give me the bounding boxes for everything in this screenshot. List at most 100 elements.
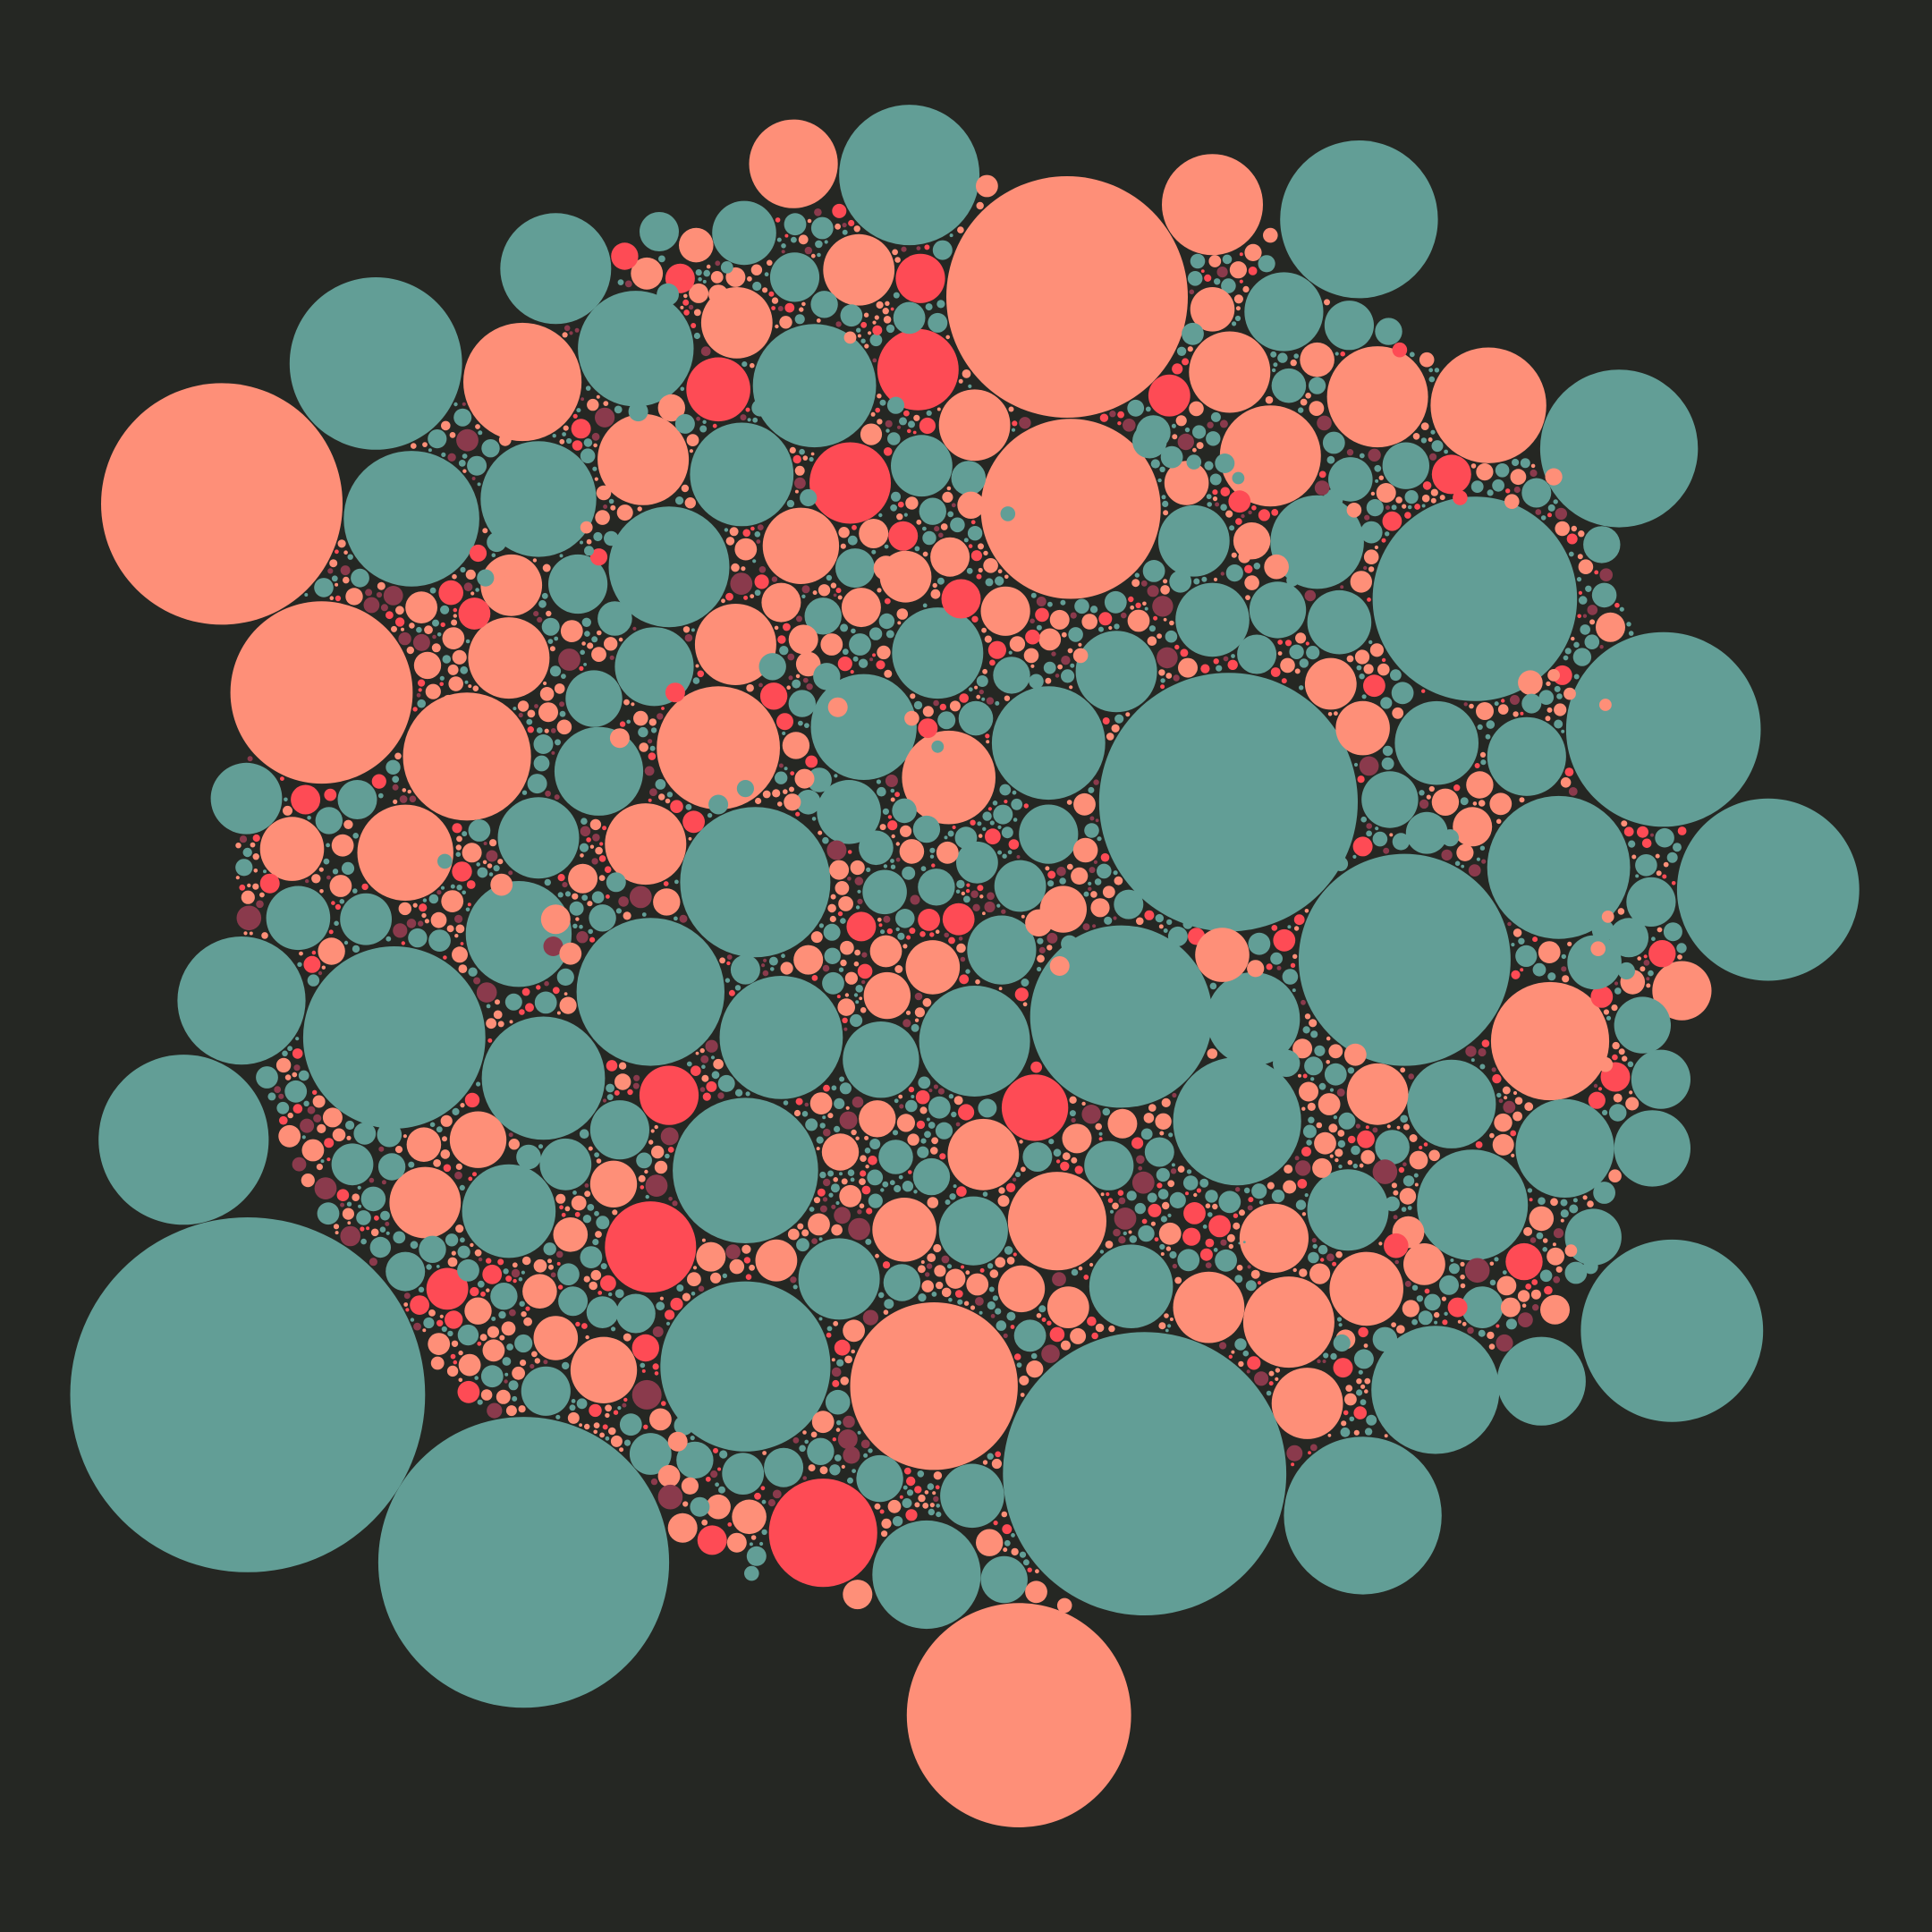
filler-dot <box>1663 922 1682 942</box>
filler-dot <box>1363 1343 1368 1348</box>
filler-dot <box>966 567 973 574</box>
filler-dot <box>534 704 538 708</box>
salmon-circle <box>782 732 810 759</box>
filler-dot <box>852 524 857 530</box>
filler-dot <box>318 970 323 976</box>
filler-dot <box>1169 1250 1177 1259</box>
filler-dot <box>1496 1092 1502 1098</box>
filler-dot <box>799 1445 806 1453</box>
filler-dot <box>936 1512 942 1518</box>
filler-dot <box>1177 1165 1185 1173</box>
filler-dot <box>477 1280 485 1288</box>
filler-dot <box>1215 1249 1237 1272</box>
filler-dot <box>346 1201 352 1207</box>
filler-dot <box>292 1104 303 1114</box>
filler-dot <box>1036 597 1046 606</box>
teal-circle <box>477 569 495 587</box>
filler-dot <box>850 1177 855 1182</box>
filler-dot <box>561 1212 566 1217</box>
filler-dot <box>768 956 778 966</box>
filler-dot <box>697 670 705 678</box>
filler-dot <box>895 842 900 846</box>
filler-dot <box>933 1471 943 1480</box>
filler-dot <box>487 1326 500 1338</box>
filler-dot <box>1239 1209 1245 1216</box>
filler-dot <box>910 894 920 905</box>
filler-dot <box>519 1301 525 1307</box>
filler-dot <box>776 713 793 731</box>
filler-dot <box>982 1460 988 1465</box>
filler-dot <box>1411 1318 1418 1326</box>
filler-dot <box>1193 1192 1198 1198</box>
filler-dot <box>1329 1154 1334 1158</box>
filler-dot <box>323 858 330 865</box>
filler-dot <box>665 1321 671 1326</box>
filler-dot <box>784 767 788 771</box>
filler-dot <box>481 439 500 458</box>
filler-dot <box>1089 1262 1094 1267</box>
filler-dot <box>583 663 587 666</box>
filler-dot <box>399 795 408 803</box>
teal-circle <box>883 1264 921 1301</box>
filler-dot <box>816 1147 820 1151</box>
filler-dot <box>498 1310 506 1319</box>
filler-dot <box>1160 684 1165 690</box>
salmon-circle <box>1001 526 1017 541</box>
filler-dot <box>1520 458 1530 469</box>
maroon-circle <box>826 840 847 860</box>
red-circle <box>1001 1074 1069 1141</box>
teal-circle <box>437 853 453 869</box>
salmon-circle <box>1107 1108 1138 1139</box>
teal-circle <box>1182 322 1204 345</box>
filler-dot <box>786 685 791 690</box>
filler-dot <box>936 407 941 411</box>
filler-dot <box>860 321 868 328</box>
filler-dot <box>1231 1350 1235 1354</box>
filler-dot <box>1511 943 1515 947</box>
filler-dot <box>462 890 466 895</box>
filler-dot <box>1160 585 1170 595</box>
filler-dot <box>441 452 446 457</box>
filler-dot <box>822 964 830 972</box>
filler-dot <box>925 1272 930 1277</box>
filler-dot <box>1553 499 1558 504</box>
filler-dot <box>755 797 762 805</box>
filler-dot <box>433 1159 441 1167</box>
filler-dot <box>944 932 949 938</box>
filler-dot <box>447 1257 458 1267</box>
teal-circle <box>1487 716 1566 796</box>
filler-dot <box>991 1458 1002 1470</box>
filler-dot <box>525 1003 534 1013</box>
filler-dot <box>557 1263 580 1285</box>
filler-dot <box>970 520 976 525</box>
maroon-circle <box>1496 1334 1513 1352</box>
filler-dot <box>299 951 303 956</box>
filler-dot <box>895 927 900 932</box>
filler-dot <box>988 1286 995 1292</box>
filler-dot <box>1108 625 1113 631</box>
teal-circle <box>490 1283 518 1310</box>
filler-dot <box>392 784 399 791</box>
red-circle <box>895 253 945 303</box>
filler-dot <box>711 1071 720 1080</box>
filler-dot <box>687 1272 701 1287</box>
filler-dot <box>1360 1399 1367 1406</box>
filler-dot <box>292 1157 307 1172</box>
filler-dot <box>422 1328 427 1333</box>
filler-dot <box>543 1360 548 1365</box>
filler-dot <box>1468 864 1481 877</box>
filler-dot <box>961 891 966 896</box>
red-circle <box>1590 986 1614 1008</box>
filler-dot <box>982 668 987 674</box>
filler-dot <box>369 1236 391 1258</box>
filler-dot <box>446 1365 459 1377</box>
filler-dot <box>833 1177 838 1182</box>
filler-dot <box>1241 513 1245 519</box>
filler-dot <box>590 1269 602 1281</box>
filler-dot <box>1234 1275 1243 1284</box>
filler-dot <box>1155 1113 1172 1131</box>
filler-dot <box>1355 1123 1360 1129</box>
filler-dot <box>914 1502 920 1508</box>
filler-dot <box>768 291 775 297</box>
filler-dot <box>1271 368 1276 373</box>
